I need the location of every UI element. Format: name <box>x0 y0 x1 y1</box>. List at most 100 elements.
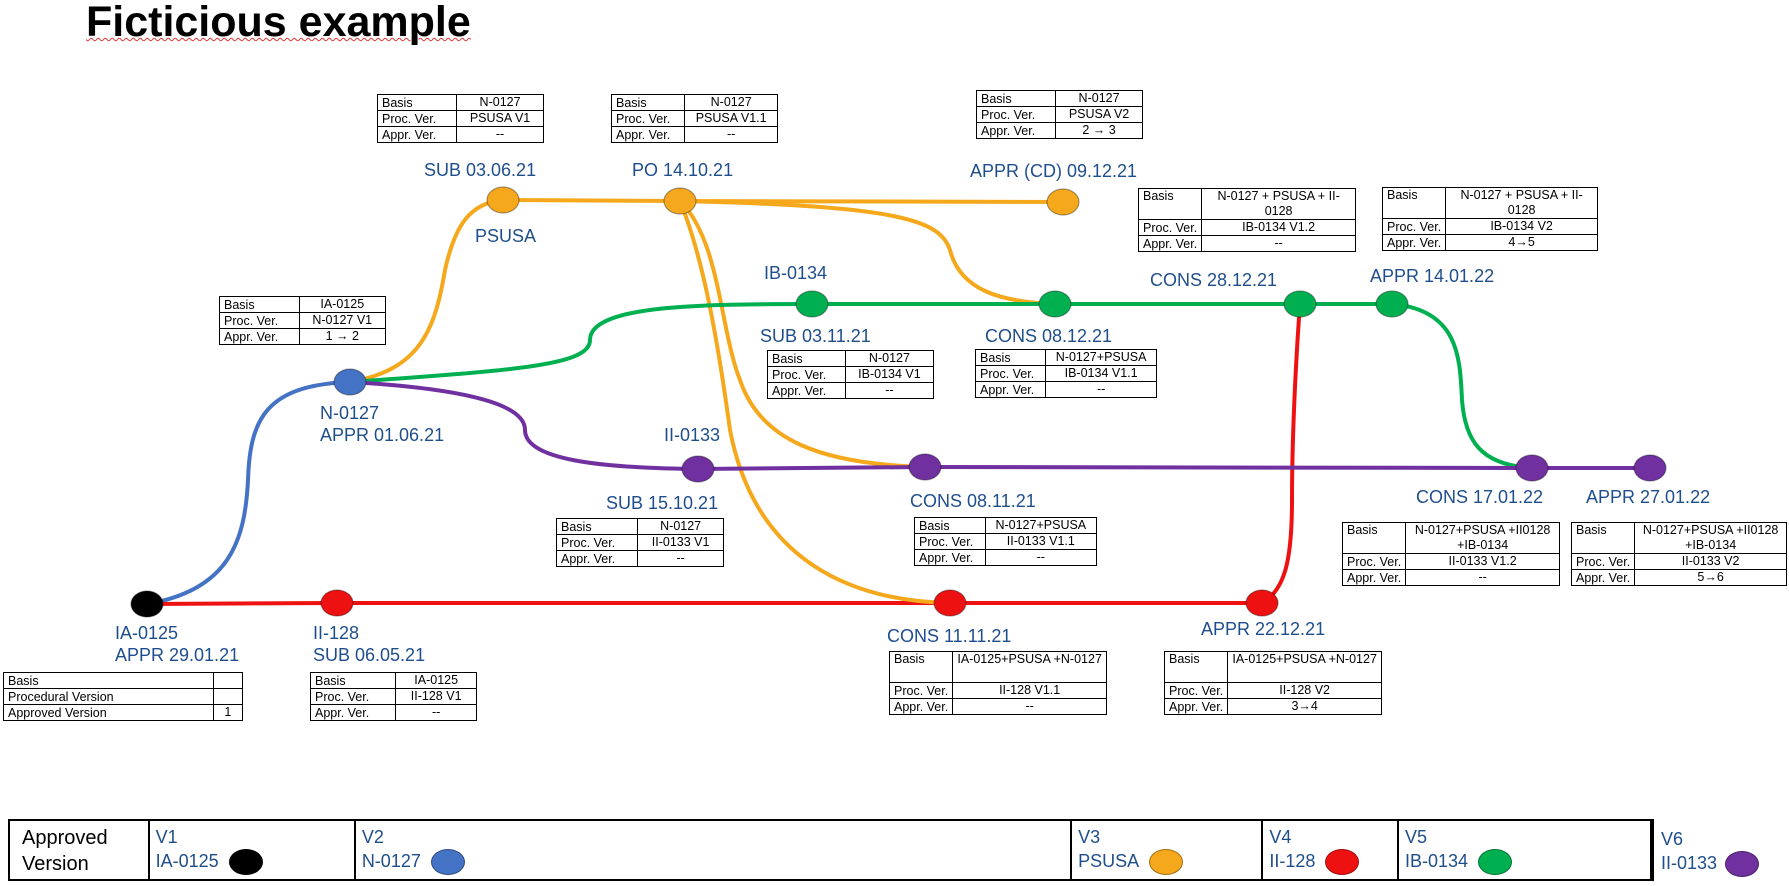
label-ia0125-name: IA-0125 <box>115 623 179 643</box>
edge-n0127-psusa <box>348 198 505 384</box>
node-ii128-red[interactable] <box>320 589 354 617</box>
proc-ver-value <box>212 688 244 705</box>
node-ib0134-green[interactable] <box>795 290 829 318</box>
label-cons-2812: CONS 28.12.21 <box>1150 270 1278 290</box>
proc-ver-label: Proc. Ver. <box>1163 682 1229 699</box>
label-ii0133-status: SUB 15.10.21 <box>606 493 719 513</box>
label-cons-1701: CONS 17.01.22 <box>1416 487 1544 507</box>
legend-version: V1 <box>155 827 178 847</box>
label-ia0125: IA-0125 APPR 29.01.21 <box>115 622 239 666</box>
proc-ver-value: N-0127 V1 <box>298 312 386 329</box>
basis-value: N-0127 <box>456 94 544 111</box>
appr-ver-value: -- <box>1045 381 1157 398</box>
edge-cons0811-cons1701 <box>923 465 1534 470</box>
proc-ver-label: Proc. Ver. <box>555 534 639 551</box>
label-ii0133-name: II-0133 <box>664 425 721 445</box>
label-ib0134-status: SUB 03.11.21 <box>760 326 871 346</box>
label-appr-2701: APPR 27.01.22 <box>1586 487 1711 507</box>
node-ii0133-purple[interactable] <box>681 455 715 483</box>
legend-dot-green <box>1477 849 1512 876</box>
legend-version: V6 <box>1661 829 1684 849</box>
node-n0127-blue[interactable] <box>333 368 367 396</box>
basis-value: N-0127 <box>844 350 935 367</box>
node-cons1111-red[interactable] <box>933 589 967 617</box>
label-po: PO 14.10.21 <box>632 160 734 180</box>
legend-heading: Approved Version <box>10 821 150 879</box>
label-cons-0811: CONS 08.11.21 <box>910 491 1036 511</box>
legend-name: II-128 <box>1269 851 1316 871</box>
proc-ver-value: PSUSA V2 <box>1055 106 1143 123</box>
proc-ver-label: Proc. Ver. <box>219 312 300 329</box>
edge-appr1401-cons1701 <box>1390 302 1534 470</box>
appr-ver-value: -- <box>1405 569 1560 586</box>
proc-ver-value: II-0133 V1 <box>637 534 724 551</box>
basis-label: Basis <box>376 94 458 111</box>
legend-version: V5 <box>1404 827 1427 847</box>
proc-ver-value: II-0133 V1.1 <box>984 533 1098 550</box>
proc-ver-value: IB-0134 V2 <box>1445 218 1598 235</box>
page-title: Ficticious example <box>86 0 471 46</box>
basis-label: Basis <box>1137 188 1203 220</box>
node-psusa-orange[interactable] <box>486 186 520 214</box>
label-n0127-name: N-0127 <box>320 403 380 423</box>
legend-item-v4: V4 II-128 <box>1263 821 1399 879</box>
basis-value: N-0127+PSUSA +II0128 +IB-0134 <box>1405 522 1560 554</box>
edge-appr2212-cons2812 <box>1260 303 1302 605</box>
node-appr1401-green[interactable] <box>1375 290 1409 318</box>
proc-ver-label: Proc. Ver. <box>309 688 397 705</box>
label-appr-cd: APPR (CD) 09.12.21 <box>970 161 1138 181</box>
label-psusa-name: PSUSA <box>475 226 537 246</box>
basis-label: Basis <box>975 90 1057 107</box>
node-apprcd-orange[interactable] <box>1046 188 1080 216</box>
node-ia0125-black[interactable] <box>130 590 164 618</box>
node-appr2212-red[interactable] <box>1245 589 1279 617</box>
appr-ver-value: -- <box>637 550 724 567</box>
appr-ver-label: Appr. Ver. <box>1137 235 1203 252</box>
edge-n0127-ii0133 <box>348 380 700 471</box>
basis-label: Basis <box>610 94 686 111</box>
label-n0127-status: APPR 01.06.21 <box>320 425 445 445</box>
proc-ver-label: Proc. Ver. <box>1341 553 1407 570</box>
legend: Approved Version V1 IA-0125 V2 N-0127 V3… <box>8 819 1654 881</box>
legend-dot-purple <box>1725 851 1760 878</box>
appr-ver-value: 4→5 <box>1445 234 1598 251</box>
node-cons1701-purple[interactable] <box>1515 454 1549 482</box>
appr-ver-label: Appr. Ver. <box>975 122 1057 139</box>
appr-ver-value: 3→4 <box>1227 698 1382 715</box>
edge-n0127-ib0134 <box>348 302 814 384</box>
edge-po-cons0811 <box>678 199 927 469</box>
basis-value: N-0127 <box>637 518 724 535</box>
label-ii128: II-128 SUB 06.05.21 <box>313 622 425 666</box>
node-appr2701-purple[interactable] <box>1633 454 1667 482</box>
proc-ver-value: II-0133 V2 <box>1634 553 1787 570</box>
basis-value: IA-0125 <box>395 672 477 689</box>
node-cons0812-green[interactable] <box>1038 290 1072 318</box>
legend-name: IB-0134 <box>1404 851 1468 871</box>
proc-ver-value: IB-0134 V1.1 <box>1045 365 1157 382</box>
basis-value: IA-0125 <box>298 296 386 313</box>
label-cons-0812: CONS 08.12.21 <box>985 326 1113 346</box>
node-cons2812-green[interactable] <box>1283 290 1317 318</box>
basis-label: Basis <box>974 349 1047 366</box>
basis-label: Basis <box>219 296 300 313</box>
node-po-orange[interactable] <box>663 187 697 215</box>
edge-psusa-po <box>501 198 682 203</box>
label-ia0125-status: APPR 29.01.21 <box>115 645 240 665</box>
legend-item-v3: V3 PSUSA <box>1072 821 1264 879</box>
proc-ver-value: PSUSA V1 <box>456 110 544 127</box>
legend-version: V2 <box>361 827 384 847</box>
appr-ver-label: Appr. Ver. <box>914 549 986 566</box>
node-cons0811-purple[interactable] <box>908 453 942 481</box>
label-n0127: N-0127 APPR 01.06.21 <box>320 402 444 446</box>
appr-ver-label: Appr. Ver. <box>555 550 639 567</box>
